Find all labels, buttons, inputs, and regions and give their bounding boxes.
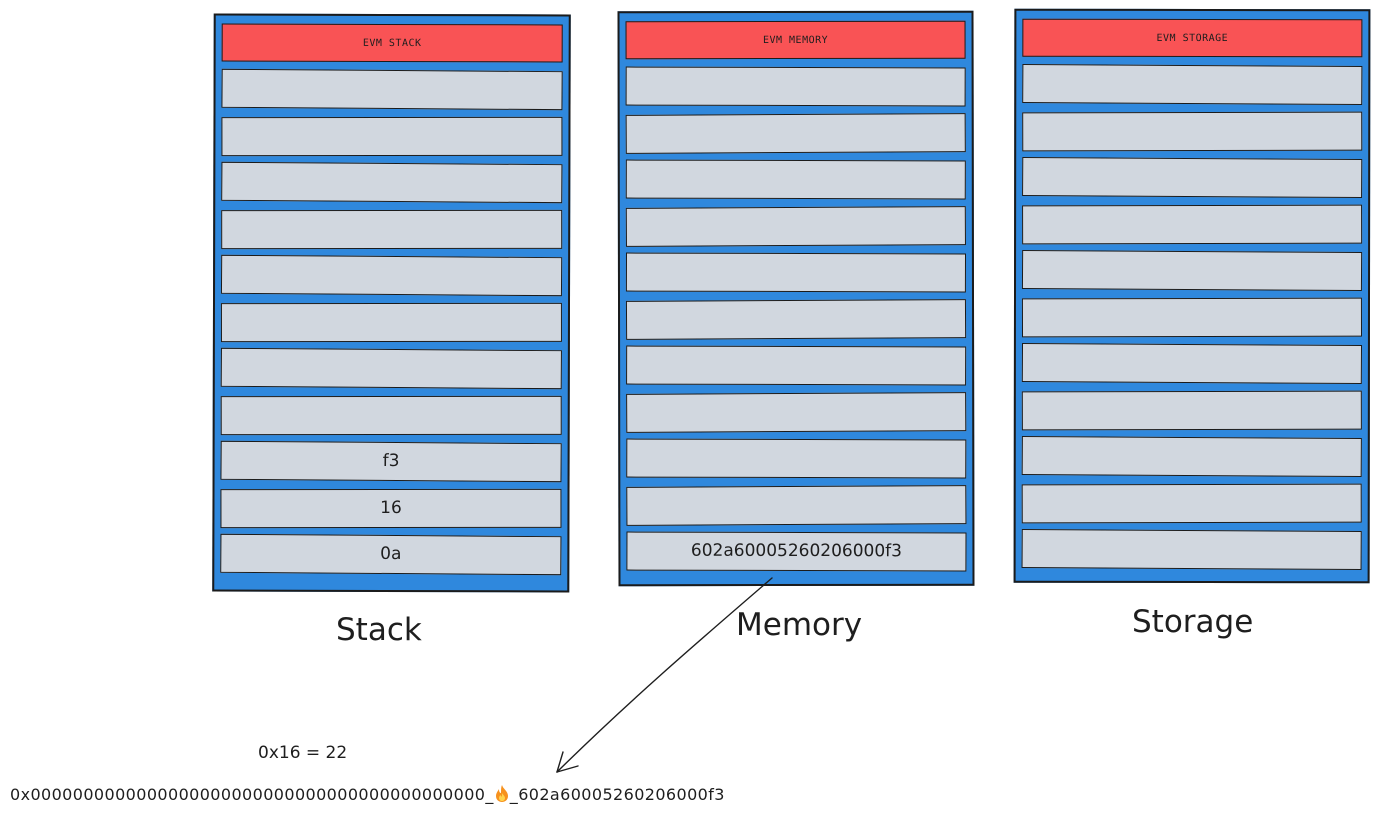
storage-cell <box>1022 111 1363 151</box>
stack-cell <box>221 116 563 156</box>
memory-cell <box>626 484 967 525</box>
stack-cell: 16 <box>220 488 562 528</box>
memory-cell <box>626 438 967 478</box>
stack-cell: 0a <box>220 533 562 575</box>
memory-caption: Memory <box>736 607 863 643</box>
stack-cell <box>221 209 563 249</box>
memory-cell <box>626 345 967 385</box>
evm-storage-panel: EVM STORAGE <box>1013 8 1371 584</box>
memory-bytes-suffix: 602a60005260206000f3 <box>518 785 725 804</box>
stack-cell <box>220 302 562 342</box>
memory-cell <box>625 298 967 339</box>
memory-cell <box>625 159 966 199</box>
evm-stack-cells: f3 16 0a <box>220 68 563 575</box>
memory-cell: 602a60005260206000f3 <box>626 531 967 571</box>
stack-cell: f3 <box>220 440 562 482</box>
storage-cell <box>1021 483 1362 523</box>
evm-memory-header: EVM MEMORY <box>625 20 966 60</box>
memory-cell <box>625 112 966 153</box>
hex-conversion-note: 0x16 = 22 <box>258 743 348 763</box>
memory-separator-left: _ <box>485 785 494 804</box>
storage-cell <box>1022 204 1363 244</box>
storage-cell <box>1021 390 1362 430</box>
memory-cell <box>625 66 966 106</box>
fire-icon <box>495 785 508 802</box>
stack-caption: Stack <box>336 612 422 648</box>
evm-memory-cells: 602a60005260206000f3 <box>625 66 967 571</box>
evm-stack-header: EVM STACK <box>221 23 563 63</box>
memory-zero-prefix: 0x00000000000000000000000000000000000000… <box>10 785 486 804</box>
memory-cell <box>625 252 967 292</box>
memory-separator-right: _ <box>509 785 519 804</box>
evm-stack-panel: EVM STACK f3 16 0a <box>212 13 571 593</box>
storage-cell <box>1021 297 1363 337</box>
memory-byte-string: 0x00000000000000000000000000000000000000… <box>10 784 725 804</box>
stack-cell <box>220 347 562 389</box>
stack-cell <box>220 395 562 435</box>
stack-cell <box>221 161 563 203</box>
evm-storage-header: EVM STORAGE <box>1022 18 1363 58</box>
storage-cell <box>1021 436 1362 477</box>
stack-cell <box>221 68 563 110</box>
storage-cell <box>1021 529 1362 570</box>
storage-cell <box>1021 343 1363 384</box>
memory-cell <box>626 391 967 432</box>
storage-cell <box>1022 157 1363 198</box>
memory-cell <box>625 205 966 246</box>
stack-cell <box>220 254 563 296</box>
evm-memory-panel: EVM MEMORY 602a60005260206000f3 <box>617 10 975 587</box>
storage-cell <box>1022 64 1363 105</box>
evm-storage-cells <box>1021 64 1363 570</box>
storage-cell <box>1021 250 1363 291</box>
storage-caption: Storage <box>1132 604 1254 640</box>
